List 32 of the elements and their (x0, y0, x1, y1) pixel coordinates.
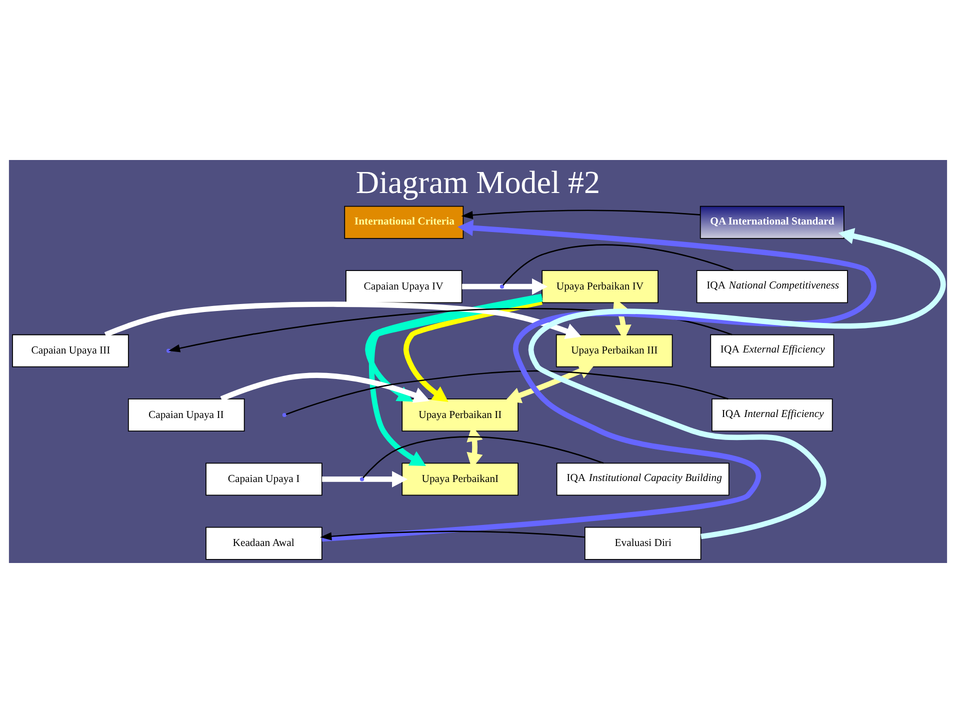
arrow (320, 530, 585, 540)
node-box: IQA Institutional Capacity Building (556, 462, 730, 496)
node-box: Upaya Perbaikan IV (542, 270, 658, 304)
node-box: Capaian Upaya I (206, 462, 322, 496)
arrow (104, 302, 582, 339)
arrow (220, 372, 430, 403)
node-box: Keadaan Awal (206, 526, 322, 560)
arrow (365, 294, 542, 402)
arrow (322, 471, 408, 488)
node-box: IQA Internal Efficiency (712, 398, 833, 432)
arrow (403, 299, 543, 402)
arrow (528, 228, 946, 540)
node-box: Evaluasi Diri (584, 526, 702, 560)
arrow (322, 220, 876, 542)
node-box: IQA External Efficiency (710, 334, 834, 368)
node-box: International Criteria (344, 206, 464, 239)
arrow (369, 296, 543, 466)
node-box: Capaian Upaya IV (346, 270, 462, 304)
node-box: QA International Standard (700, 206, 844, 239)
connector (362, 436, 604, 478)
node-box: Capaian Upaya II (128, 398, 245, 432)
node-box: Upaya PerbaikanI (402, 462, 518, 496)
arrow (462, 278, 548, 295)
arrow (505, 363, 595, 404)
node-box: Upaya Perbaikan II (402, 398, 518, 432)
diagram-title: Diagram Model #2 (356, 164, 600, 200)
arrow (461, 210, 700, 220)
node-box: Upaya Perbaikan III (556, 334, 673, 368)
connector (502, 244, 734, 286)
connector (286, 370, 728, 415)
node-box: IQA National Competitiveness (696, 270, 848, 304)
node-box: Capaian Upaya III (12, 334, 129, 368)
